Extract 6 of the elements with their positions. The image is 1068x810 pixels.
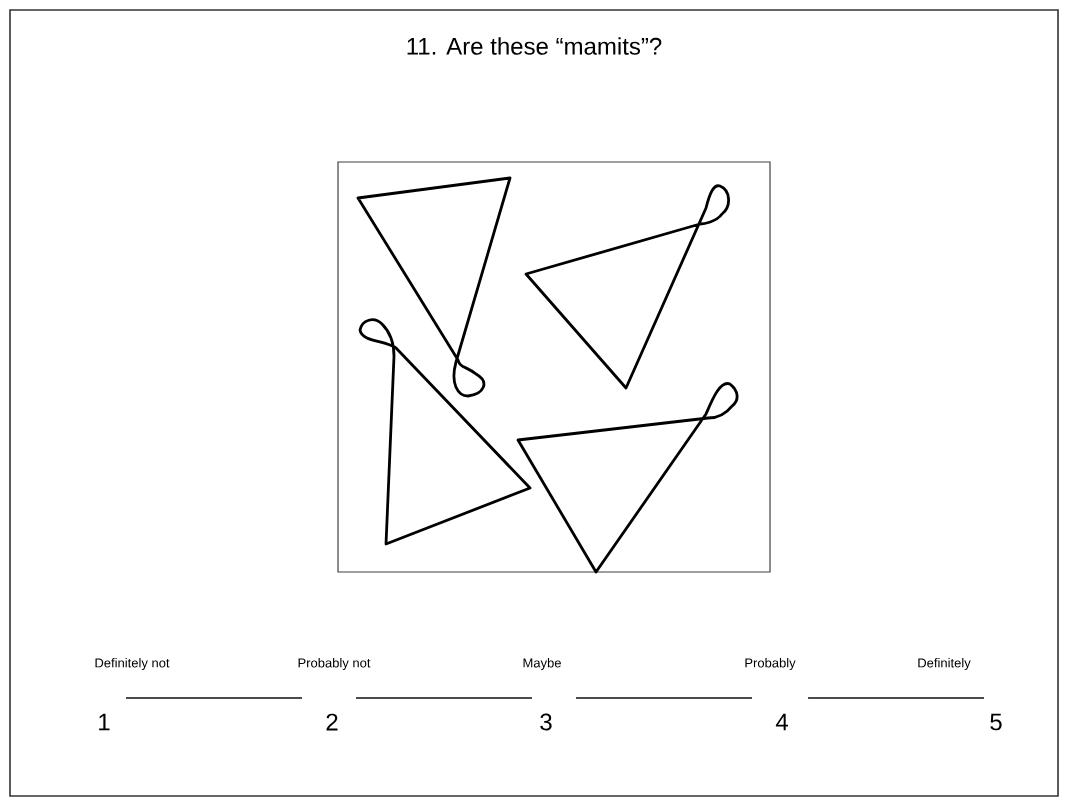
scale-number: 4 [775, 713, 788, 731]
scale-number: 1 [99, 713, 110, 731]
scale-number: 5 [990, 713, 1002, 731]
scale-number: 2 [326, 713, 338, 731]
scale-number: 3 [540, 713, 552, 731]
title: 11. Are these “mamits”? [407, 37, 662, 55]
